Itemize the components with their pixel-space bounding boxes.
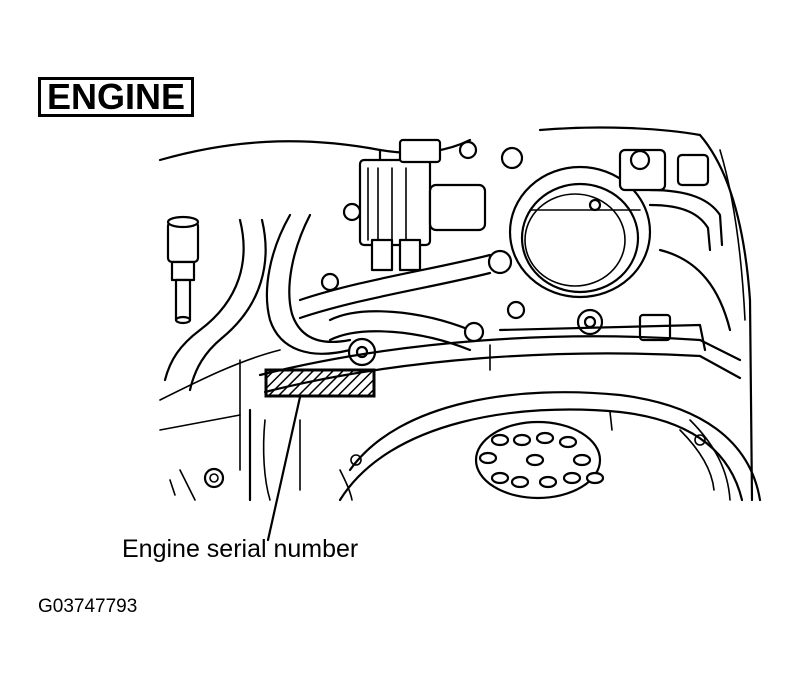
serial-number-plate bbox=[264, 368, 376, 398]
figure-id: G03747793 bbox=[38, 596, 138, 617]
engine-serial-number-label: Engine serial number bbox=[122, 535, 359, 563]
engine-title: ENGINE bbox=[46, 76, 186, 117]
callout-leader-line bbox=[266, 395, 302, 542]
hub-bolts bbox=[478, 431, 605, 489]
engine-title-box: ENGINE bbox=[38, 77, 194, 117]
